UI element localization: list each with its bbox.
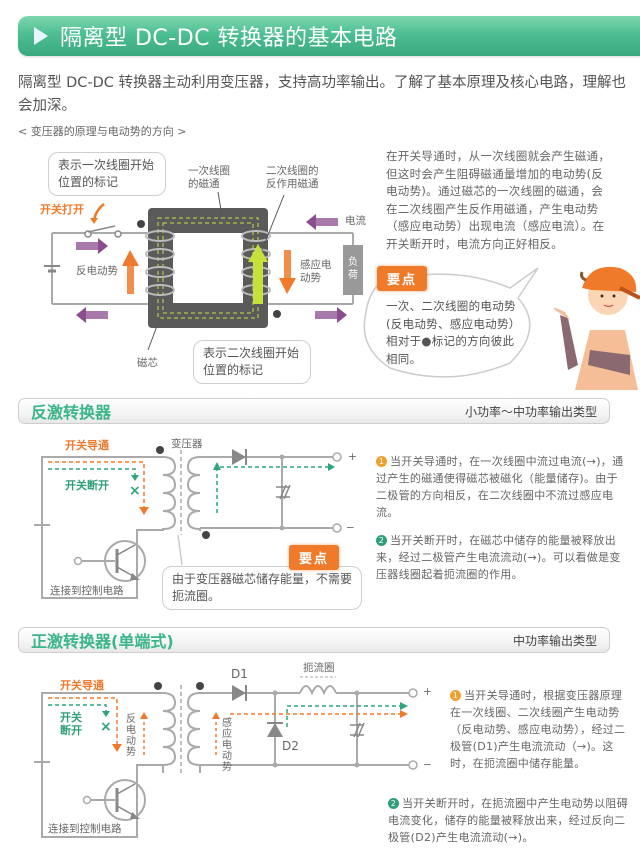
- flyback-circuit-diagram: ×: [34, 446, 342, 599]
- character-illustration: [553, 266, 640, 390]
- number-badge-icon: 2: [376, 535, 387, 546]
- transformer-description: 在开关导通时，从一次线圈就会产生磁通，但这时会产生阻碍磁通量增加的电动势(反电动…: [386, 149, 611, 251]
- key-point-text: 一次、二次线圈的电动势(反电动势、感应电动势）相对于●标记的方向彼此相同。: [386, 299, 516, 366]
- section-header-flyback: 反激转换器 小功率～中功率输出类型: [18, 398, 610, 424]
- label-back-emf: 反电动势: [76, 265, 118, 277]
- number-badge-icon: 2: [388, 798, 399, 809]
- page-title: 隔离型 DC-DC 转换器的基本电路: [60, 26, 398, 51]
- forward-circuit-diagram: ×: [34, 676, 418, 838]
- flyback-label-transformer: 变压器: [171, 438, 203, 450]
- label-secondary-flux: 二次线圈的反作用磁通: [266, 165, 319, 190]
- flyback-item-2-text: 当开关断开时，在磁芯中储存的能量被释放出来，经过二极管产生电流流动(→)。可以看…: [376, 534, 621, 581]
- forward-label-switch-on: 开关导通: [60, 679, 104, 692]
- forward-label-choke: 扼流圈: [303, 662, 335, 674]
- flyback-label-switch-on: 开关导通: [65, 439, 109, 452]
- label-switch-open: 开关打开: [40, 203, 84, 216]
- flyback-label-control: 连接到控制电路: [50, 585, 124, 597]
- forward-item-2-text: 当开关断开时，在扼流圈中产生电动势以阻碍电流变化，储存的能量被释放出来，经过反向…: [388, 797, 628, 844]
- forward-terminal-plus: +: [423, 686, 432, 698]
- key-point-badge: 要点: [377, 266, 428, 291]
- label-induced-emf: 感应电动势: [300, 259, 332, 284]
- forward-terminal-minus: −: [423, 759, 432, 771]
- flyback-key-point-badge: 要点: [289, 545, 340, 570]
- forward-label-switch-off: 开关断开: [60, 711, 82, 737]
- forward-label-control: 连接到控制电路: [48, 823, 122, 835]
- speech-bubble: [363, 268, 539, 378]
- flyback-terminal-plus: +: [348, 451, 357, 463]
- label-load: 负荷: [348, 257, 358, 281]
- flyback-item-1-text: 当开关导通时，在一次线圈中流过电流(→)，通过产生的磁通使得磁芯被磁化（能量储存…: [376, 455, 624, 519]
- section-type-flyback: 小功率～中功率输出类型: [464, 404, 597, 419]
- number-badge-icon: 1: [450, 690, 461, 701]
- play-triangle-icon: [34, 27, 48, 45]
- section-type-forward: 中功率输出类型: [512, 633, 597, 648]
- flyback-key-point-callout: 由于变压器磁芯储存能量，不需要扼流圈。: [162, 566, 362, 610]
- section-header-forward: 正激转换器(单端式) 中功率输出类型: [18, 627, 610, 653]
- svg-text:×: ×: [129, 483, 141, 499]
- label-current: 电流: [345, 215, 366, 227]
- forward-item-1-text: 当开关导通时，根据变压器原理在一次线圈、二次线圈产生电动势（反电动势、感应电动势…: [450, 689, 626, 770]
- page-title-bar: 隔离型 DC-DC 转换器的基本电路: [18, 16, 640, 56]
- flyback-label-switch-off: 开关断开: [65, 479, 109, 492]
- svg-text:×: ×: [100, 719, 112, 735]
- forward-label-d2: D2: [282, 739, 299, 753]
- transformer-principle-diagram: [44, 191, 363, 351]
- intro-paragraph: 隔离型 DC-DC 转换器主动利用变压器，支持高功率输出。了解了基本原理及核心电…: [18, 75, 627, 114]
- section-title-flyback: 反激转换器: [31, 403, 112, 422]
- number-badge-icon: 1: [376, 456, 387, 467]
- callout-secondary-mark: 表示二次线圈开始位置的标记: [193, 340, 311, 384]
- label-core: 磁芯: [137, 357, 158, 369]
- forward-label-back-emf: 反电动势: [126, 714, 136, 758]
- label-primary-flux: 一次线圈的磁通: [188, 165, 230, 190]
- flyback-terminal-minus: −: [346, 522, 355, 534]
- diagram-subheading: < 变压器的原理与电动势的方向 >: [18, 125, 187, 138]
- section-title-forward: 正激转换器(单端式): [31, 632, 174, 651]
- callout-primary-mark: 表示一次线圈开始位置的标记: [48, 152, 166, 196]
- forward-label-induced-emf: 感应电动势: [222, 718, 232, 773]
- forward-label-d1: D1: [231, 667, 248, 681]
